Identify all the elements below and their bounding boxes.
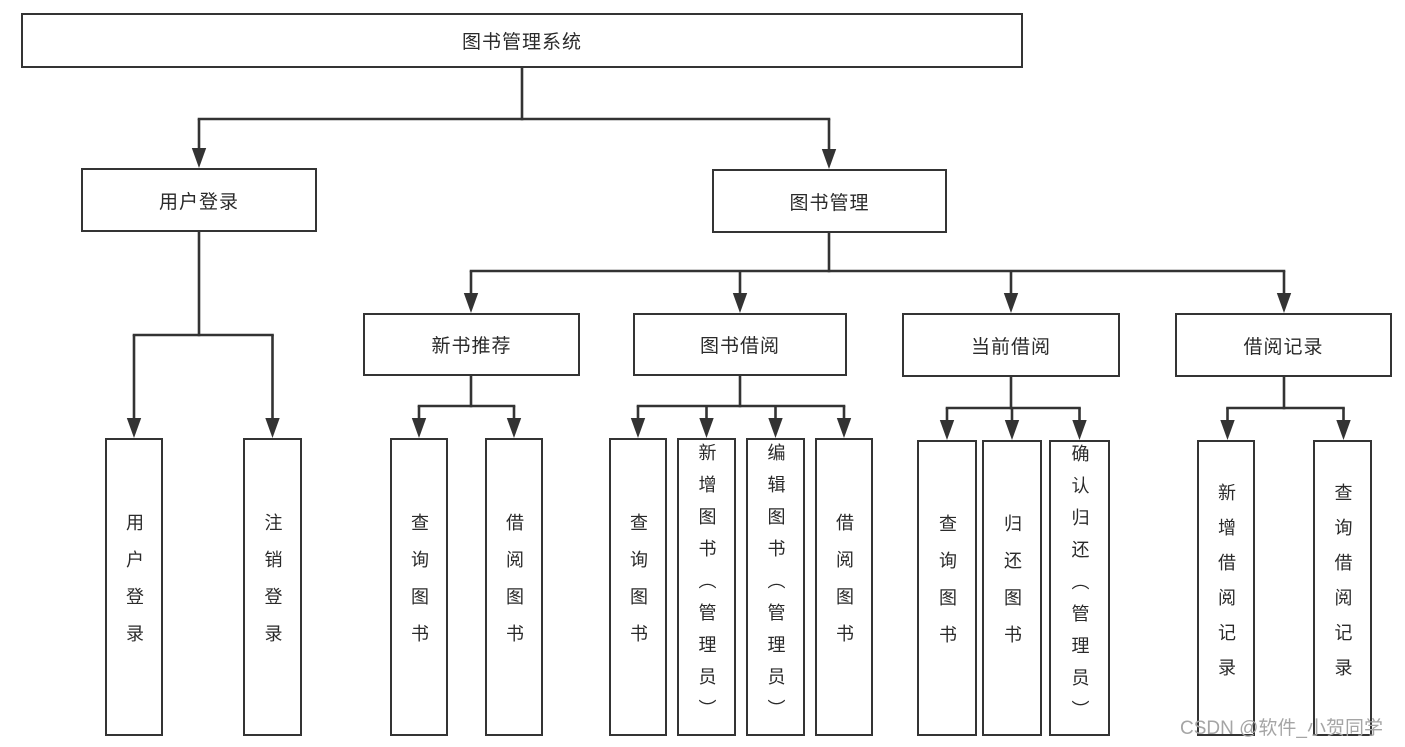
leaf-query-borrow-record: 查询借阅记录 [1313, 440, 1372, 736]
node-borrowing-records: 借阅记录 [1175, 313, 1392, 377]
node-library-management-system: 图书管理系统 [21, 13, 1023, 68]
node-current-borrowing: 当前借阅 [902, 313, 1120, 377]
leaf-confirm-return-admin: 确认归还（管理员） [1049, 440, 1110, 736]
leaf-query-books-current: 查询图书 [917, 440, 977, 736]
arrowheads [126, 148, 1351, 440]
leaf-add-borrow-record: 新增借阅记录 [1197, 440, 1255, 736]
leaf-borrow-books-borrow: 借阅图书 [815, 438, 873, 736]
watermark-text: CSDN @软件_小贺同学 [1180, 718, 1383, 739]
leaf-query-books-current-label: 查询图书 [937, 514, 957, 662]
leaf-add-book-admin-label: 新增图书（管理员） [696, 443, 717, 731]
leaf-edit-book-admin: 编辑图书（管理员） [746, 438, 805, 736]
leaf-logout: 注销登录 [243, 438, 302, 736]
leaf-user-login: 用户登录 [105, 438, 163, 736]
node-new-book-recommendation: 新书推荐 [363, 313, 580, 376]
leaf-borrow-books-recommend-label: 借阅图书 [504, 513, 524, 661]
node-user-login: 用户登录 [81, 168, 317, 232]
leaf-logout-label: 注销登录 [262, 513, 283, 661]
leaf-add-book-admin: 新增图书（管理员） [677, 438, 736, 736]
leaf-borrow-books-recommend: 借阅图书 [485, 438, 543, 736]
leaf-query-books-borrow-label: 查询图书 [628, 513, 648, 661]
leaf-query-books-borrow: 查询图书 [609, 438, 667, 736]
leaf-user-login-label: 用户登录 [124, 513, 144, 661]
node-book-borrowing: 图书借阅 [633, 313, 847, 376]
leaf-query-books-recommend: 查询图书 [390, 438, 448, 736]
leaf-query-borrow-record-label: 查询借阅记录 [1332, 483, 1353, 693]
leaf-return-books-label: 归还图书 [1002, 514, 1022, 662]
leaf-query-books-recommend-label: 查询图书 [409, 513, 429, 661]
leaf-borrow-books-borrow-label: 借阅图书 [834, 513, 854, 661]
node-book-management: 图书管理 [712, 169, 947, 233]
leaf-confirm-return-admin-label: 确认归还（管理员） [1069, 444, 1090, 732]
leaf-return-books: 归还图书 [982, 440, 1042, 736]
leaf-add-borrow-record-label: 新增借阅记录 [1216, 483, 1236, 693]
leaf-edit-book-admin-label: 编辑图书（管理员） [765, 443, 786, 731]
